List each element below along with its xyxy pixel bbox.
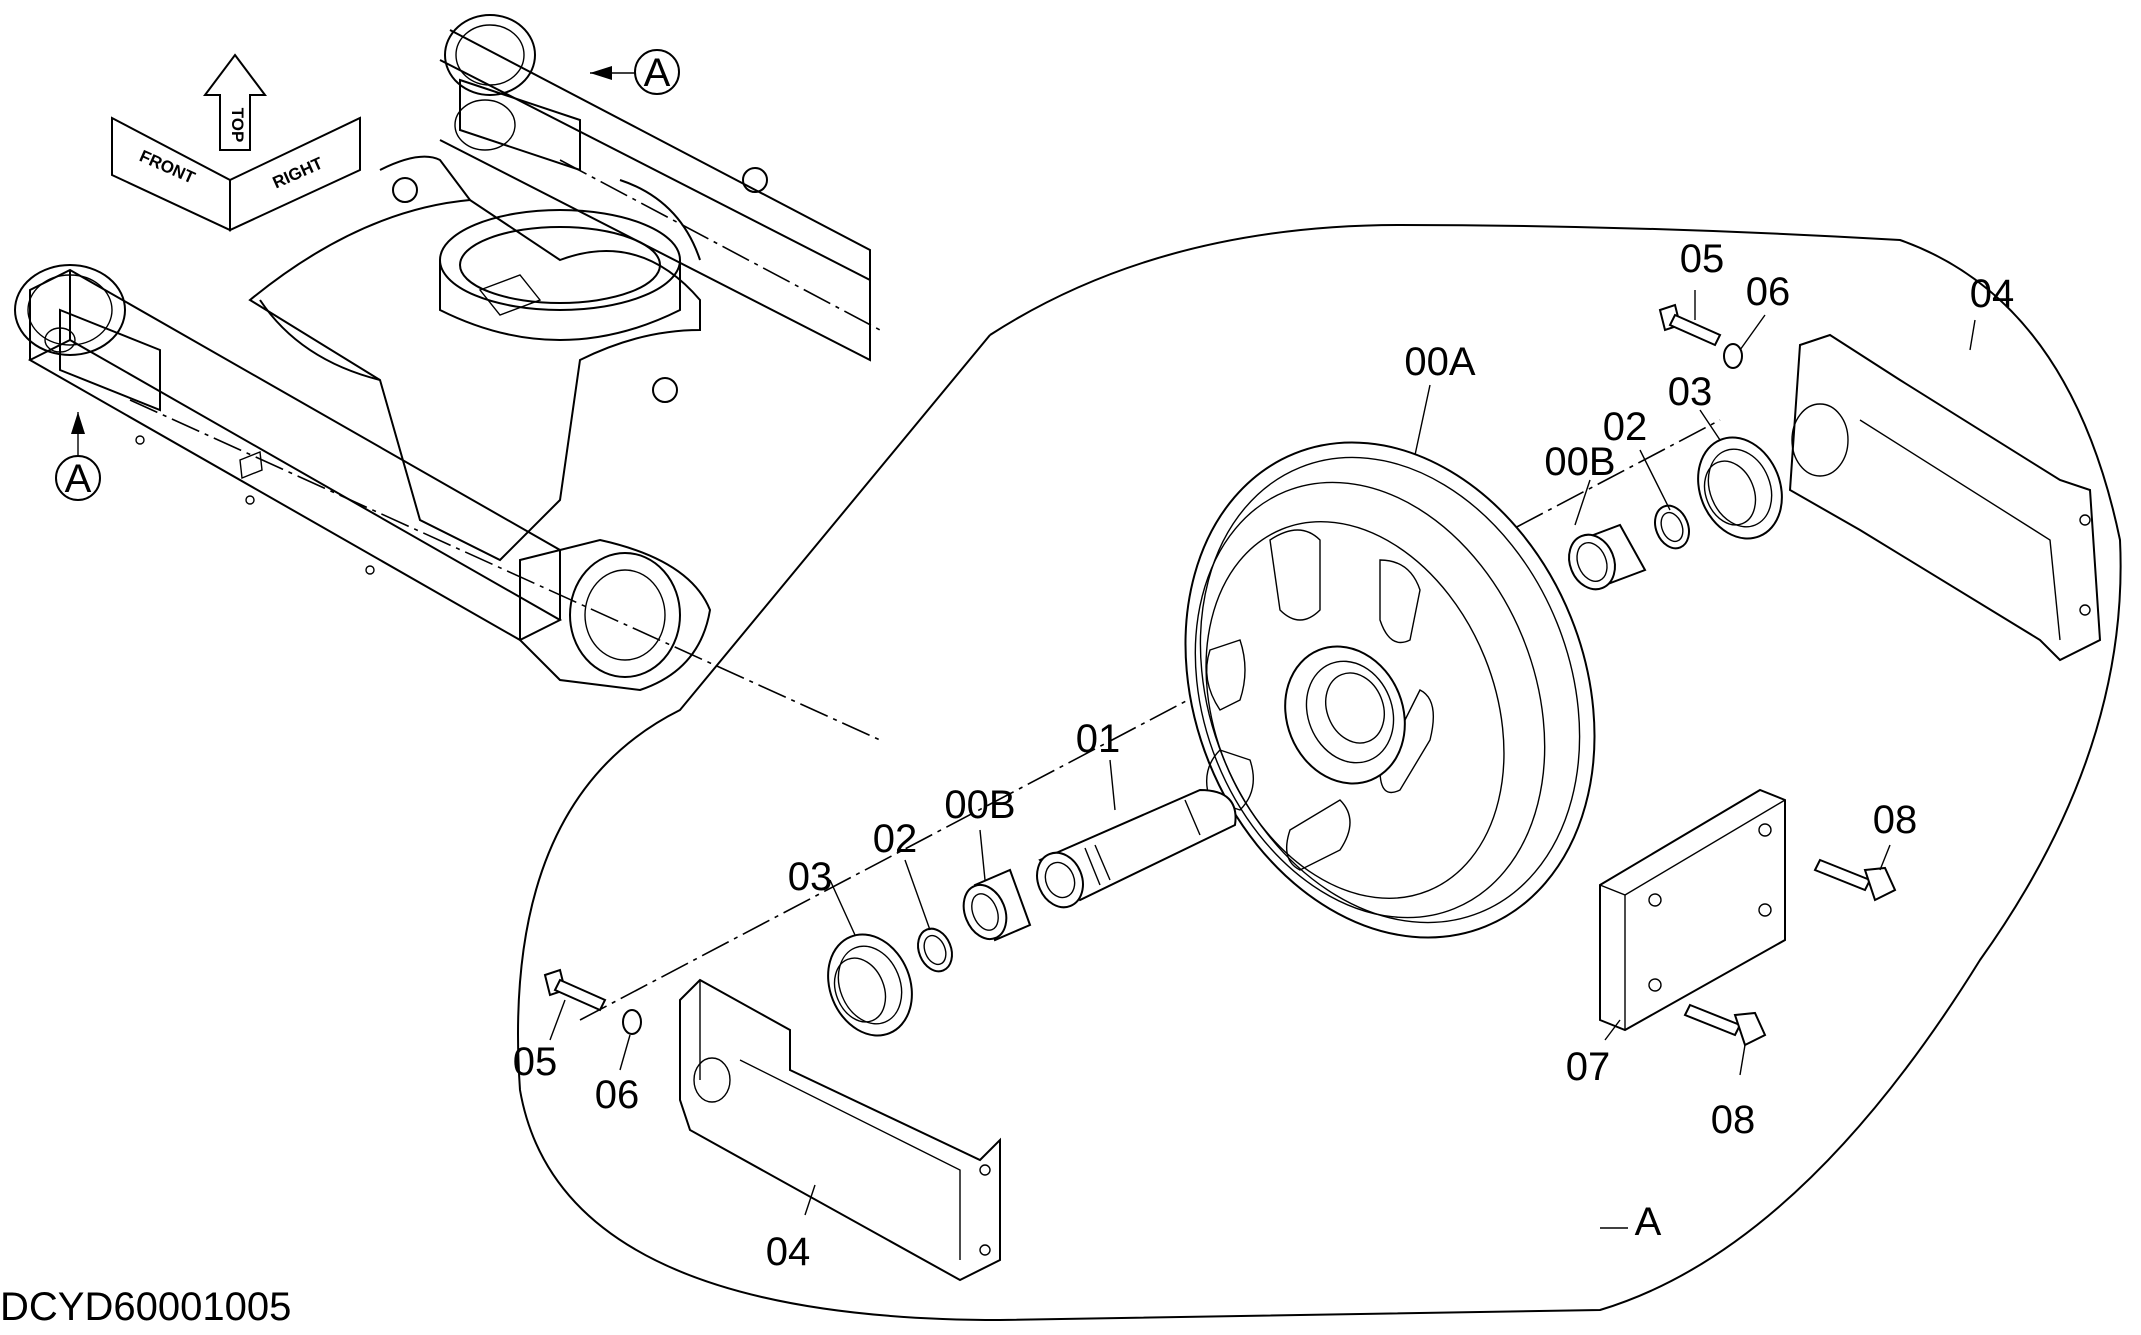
callout-04-front: 04 [766,1230,811,1274]
orientation-indicator: FRONT TOP RIGHT [111,53,361,232]
view-marker-a-upper: A [590,49,680,95]
leader-lines [549,290,1976,1216]
callout-00a: 00A [1404,340,1475,384]
seal-front [827,933,913,1037]
callout-03-rear: 03 [1668,370,1713,414]
svg-text:A: A [644,51,671,95]
o-ring-rear [1654,504,1690,550]
o-ring-front [917,927,953,973]
bolt-rear [1658,303,1722,347]
callout-07: 07 [1566,1045,1611,1089]
svg-text:RIGHT: RIGHT [270,153,327,192]
callout-08-lower: 08 [1711,1098,1756,1142]
bracket-front [679,978,1001,1282]
callout-06-front: 06 [595,1073,640,1117]
detail-a-label: A [1635,1200,1662,1244]
bolt-plate-upper [1813,858,1897,902]
track-frame-overview [14,14,881,741]
callout-05-rear: 05 [1680,237,1725,281]
callout-01: 01 [1076,717,1121,761]
plate [1599,788,1786,1032]
seal-rear [1697,436,1783,540]
svg-text:A: A [65,457,92,501]
bolt-front [543,968,607,1012]
bushing-front [962,868,1032,942]
bracket-rear [1788,333,2102,662]
callout-04-rear: 04 [1970,272,2015,316]
drawing-id: DCYD60001005 [0,1285,291,1329]
callout-06-rear: 06 [1746,270,1791,314]
idler-wheel [1184,441,1596,939]
detail-boundary [517,223,2122,1322]
bushing-rear [1568,523,1647,591]
shaft [1036,788,1237,909]
callout-05-front: 05 [513,1040,558,1084]
callout-03-front: 03 [788,855,833,899]
callout-02-front: 02 [873,817,918,861]
view-marker-a-lower: A [55,412,101,501]
svg-text:FRONT: FRONT [137,146,199,187]
callout-00b-rear: 00B [1544,440,1615,484]
callout-02-rear: 02 [1603,405,1648,449]
callout-00b-front: 00B [944,783,1015,827]
bolt-plate-lower [1683,1003,1767,1047]
svg-text:TOP: TOP [228,108,247,143]
centerline [579,419,1721,1021]
callout-08-upper: 08 [1873,798,1918,842]
washer-rear [1723,343,1743,369]
washer-front [622,1009,642,1035]
